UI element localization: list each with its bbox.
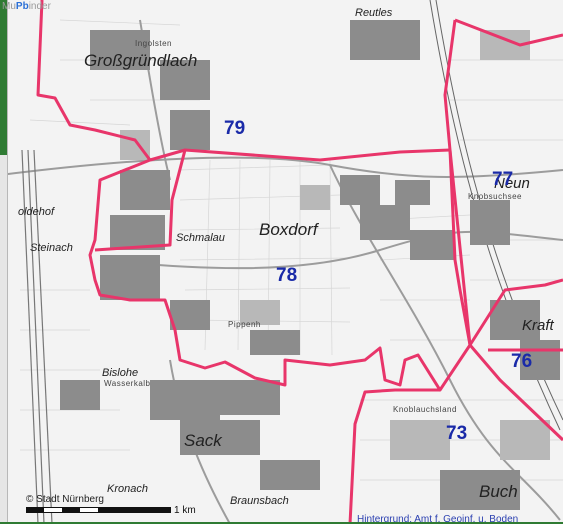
minor-label-wasserkalb: Wasserkalb [104,379,151,388]
scale-bar [26,507,171,513]
place-label-sack: Sack [184,431,222,450]
minor-label-knobsuchen: Knobsuchsee [468,192,522,201]
source-credit: Hintergrund: Amt f. Geoinf. u. Boden [357,514,519,524]
left-edge-bar [0,0,8,524]
district-number-78[interactable]: 78 [276,265,298,286]
copyright-text: © Stadt Nürnberg [26,494,104,505]
district-number-77[interactable]: 77 [492,169,514,190]
place-label-schmalau: Schmalau [176,232,225,244]
district-number-73[interactable]: 73 [446,423,468,444]
minor-label-ingolsten: Ingolsten [135,39,172,48]
place-label-neunhof: Neun [494,175,530,192]
scale-label: 1 km [174,505,196,516]
place-label-bislohe: Bislohe [102,367,139,379]
mupbinder-logo: MuPbinder [2,1,51,12]
place-label-kronach: Kronach [107,483,148,495]
place-label-grossgruendlach: Großgründlach [84,51,198,70]
district-number-79[interactable]: 79 [224,118,246,139]
place-label-oldehof: oldehof [18,206,55,218]
place-label-boxdorf: Boxdorf [259,220,318,239]
place-label-reutles: Reutles [355,7,393,19]
minor-label-pippenh: Pippenh [228,320,261,329]
bottom-edge-bar [0,522,563,524]
place-label-steinach: Steinach [30,242,73,254]
place-label-braunsbach: Braunsbach [230,495,289,507]
place-label-kraftshof: Kraft [522,317,554,334]
place-label-buch: Buch [479,482,518,501]
minor-label-knoblauchsland: Knoblauchsland [393,405,457,414]
district-number-76[interactable]: 76 [511,351,533,372]
